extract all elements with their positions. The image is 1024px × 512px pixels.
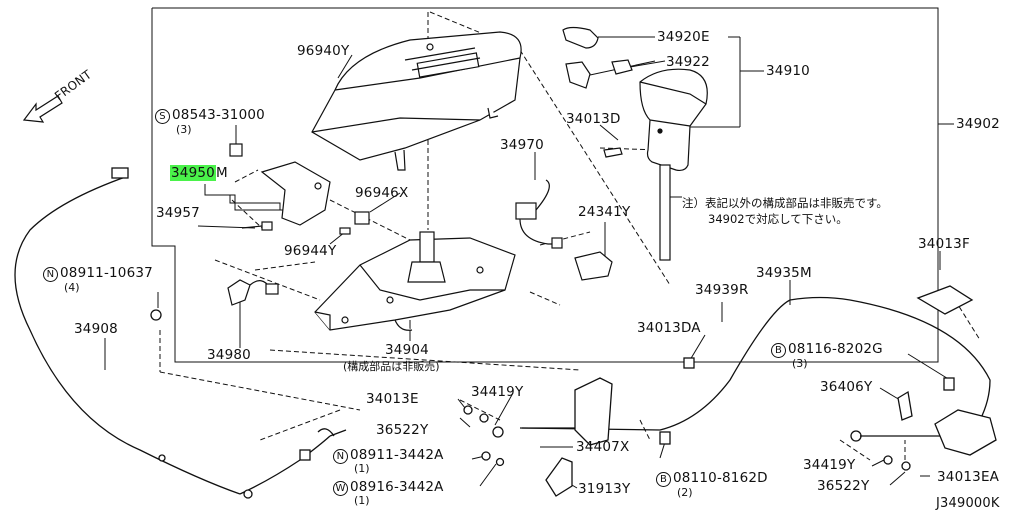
indicator-cover-drawing	[311, 31, 522, 171]
note-34904: (構成部品は非販売)	[343, 360, 440, 373]
part-label-34013E: 34013E	[366, 391, 419, 407]
part-label-96944Y: 96944Y	[284, 243, 337, 259]
base-plate-drawing	[314, 231, 516, 331]
part-label-96940Y: 96940Y	[297, 43, 350, 59]
highlighted-part-number: 34950	[170, 165, 216, 181]
part-label-34910: 34910	[766, 63, 810, 79]
qty-08911-10637: (4)	[64, 281, 80, 294]
front-arrow-icon	[22, 95, 63, 123]
note-line-1: 注）表記以外の構成部品は非販売です。	[682, 196, 888, 210]
part-label-34970: 34970	[500, 137, 544, 153]
part-label-34013DA: 34013DA	[637, 320, 701, 336]
part-label-34939R: 34939R	[695, 282, 749, 298]
part-number: 08911-3442A	[350, 447, 444, 463]
part-label-34419Y-right: 34419Y	[803, 457, 856, 473]
part-label-34957: 34957	[156, 205, 200, 221]
part-number: 08543-31000	[172, 107, 265, 123]
part-label-34920E: 34920E	[657, 29, 710, 45]
part-label-36522Y-right: 36522Y	[817, 478, 870, 494]
part-label-34935M: 34935M	[756, 265, 812, 281]
qty-08911-3442A: (1)	[354, 462, 370, 475]
qty-08110: (2)	[677, 486, 693, 499]
part-label-34902: 34902	[956, 116, 1000, 132]
qty-08543: (3)	[176, 123, 192, 136]
bolt-type-icon: B	[771, 343, 786, 358]
part-label-34950M: 34950M	[170, 165, 228, 181]
part-label-34904: 34904	[385, 342, 429, 358]
washer-type-icon: W	[333, 481, 348, 496]
part-label-31913Y: 31913Y	[578, 481, 631, 497]
qty-08916-3442A: (1)	[354, 494, 370, 507]
screw-type-icon: S	[155, 109, 170, 124]
part-label-34908: 34908	[74, 321, 118, 337]
note-line-2: 34902で対応して下さい。	[708, 212, 848, 226]
part-number: 08110-8162D	[673, 470, 768, 486]
part-number: 08116-8202G	[788, 341, 883, 357]
part-label-34013F: 34013F	[918, 236, 970, 252]
part-label-34980: 34980	[207, 347, 251, 363]
part-number: 08916-3442A	[350, 479, 444, 495]
part-label-34407X: 34407X	[576, 439, 630, 455]
qty-08116: (3)	[792, 357, 808, 370]
part-label-96946X: 96946X	[355, 185, 409, 201]
bolt-type-icon: B	[656, 472, 671, 487]
part-suffix: M	[215, 165, 228, 181]
part-label-36406Y: 36406Y	[820, 379, 873, 395]
nut-type-icon: N	[333, 449, 348, 464]
part-label-34013D: 34013D	[566, 111, 621, 127]
part-label-34922: 34922	[666, 54, 710, 70]
part-label-36522Y-left: 36522Y	[376, 422, 429, 438]
part-number: 08911-10637	[60, 265, 153, 281]
diagram-id: J349000K	[936, 496, 1000, 511]
assembly-boundary	[151, 7, 939, 363]
part-label-24341Y: 24341Y	[578, 204, 631, 220]
bracket-drawing	[227, 143, 613, 306]
cable-drawing	[14, 167, 997, 499]
shift-lever-drawing	[562, 26, 708, 261]
nut-type-icon: N	[43, 267, 58, 282]
part-label-34013EA: 34013EA	[937, 469, 1000, 485]
part-label-34419Y-left: 34419Y	[471, 384, 524, 400]
leader-lines	[104, 36, 951, 489]
